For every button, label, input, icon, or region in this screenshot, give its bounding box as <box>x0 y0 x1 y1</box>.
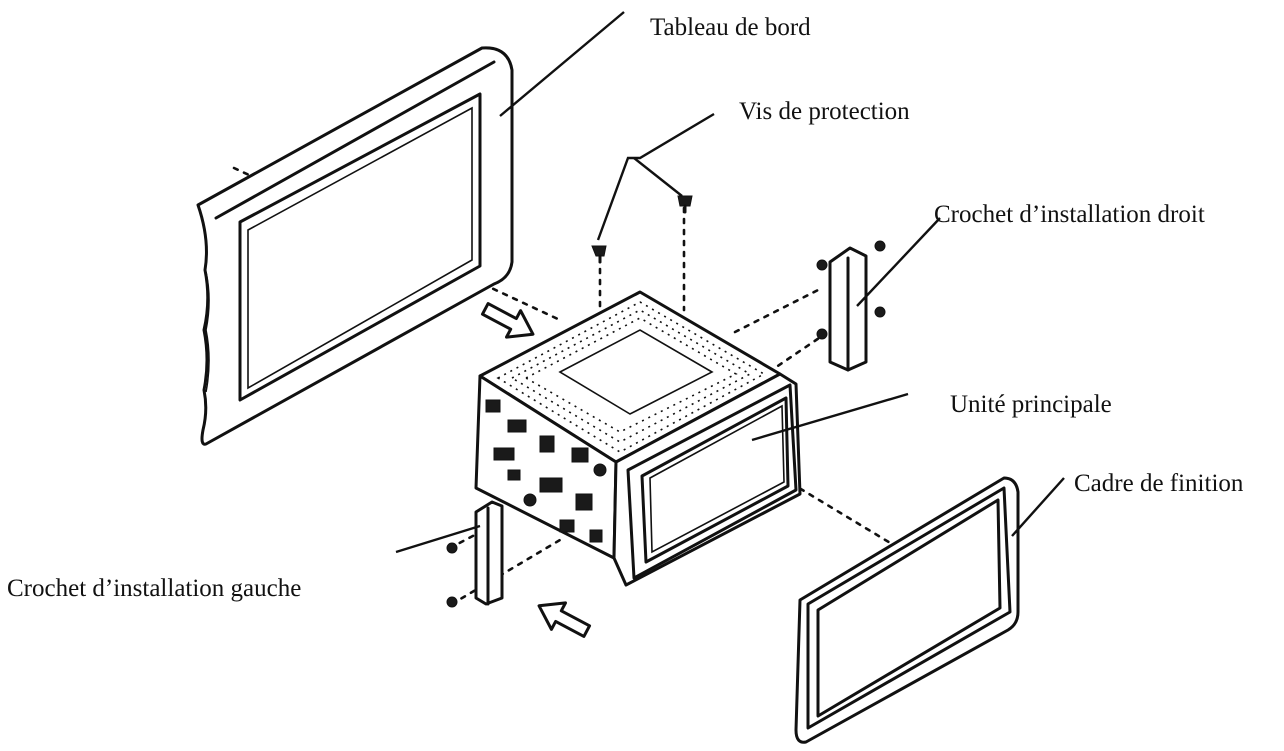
label-left-bracket: Crochet d’installation gauche <box>7 575 302 602</box>
direction-arrows <box>480 302 592 638</box>
label-right-bracket: Crochet d’installation droit <box>934 201 1205 228</box>
protection-screws <box>591 195 693 264</box>
arrow-insert-unit-icon <box>537 601 592 638</box>
label-main-unit: Unité principale <box>950 391 1112 418</box>
label-protection-screws: Vis de protection <box>739 98 910 125</box>
side-panel-details <box>485 399 607 543</box>
arrow-toward-dashboard-icon <box>480 302 535 339</box>
left-mounting-bracket <box>446 500 504 608</box>
ventilation-holes <box>496 301 766 453</box>
main-unit <box>474 290 802 587</box>
leader-lines <box>395 11 1065 554</box>
label-trim-frame: Cadre de finition <box>1074 470 1244 497</box>
dashboard-frame <box>196 46 514 446</box>
right-mounting-bracket <box>816 240 886 372</box>
label-dashboard: Tableau de bord <box>650 14 811 41</box>
trim-frame <box>794 476 1020 744</box>
